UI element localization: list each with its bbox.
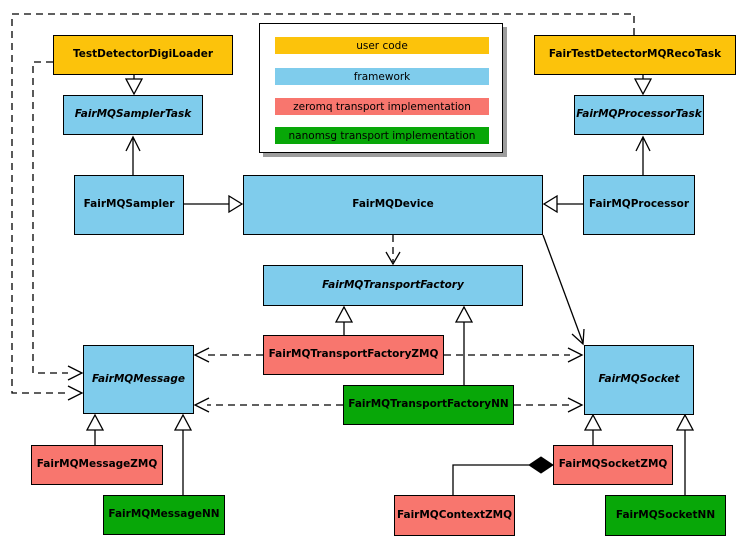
legend-item-zeromq: zeromq transport implementation — [275, 98, 489, 115]
edge-inheritance-processor-device — [542, 194, 583, 214]
edge-dependency-factorynn-message — [193, 397, 343, 413]
edge-inheritance-factoryzmq-factory — [334, 305, 354, 335]
node-fairmq-socket: FairMQSocket — [584, 345, 694, 415]
edge-inheritance-messagezmq-message — [85, 413, 105, 445]
node-fairmq-transport-factory-zmq: FairMQTransportFactoryZMQ — [263, 335, 444, 375]
node-fairmq-sampler-task: FairMQSamplerTask — [63, 95, 203, 135]
edge-inheritance-socketzmq-socket — [583, 413, 603, 445]
node-fairmq-transport-factory-nn: FairMQTransportFactoryNN — [343, 385, 514, 425]
node-fairmq-socket-nn: FairMQSocketNN — [605, 495, 726, 536]
node-fairmq-message-nn: FairMQMessageNN — [103, 495, 225, 535]
node-fairmq-sampler: FairMQSampler — [74, 175, 184, 235]
node-fairmq-transport-factory: FairMQTransportFactory — [263, 265, 523, 306]
edge-dependency-factoryzmq-socket — [444, 347, 584, 363]
edge-inheritance-socketnn-socket — [675, 413, 695, 495]
edge-inheritance-factorynn-factory — [454, 305, 474, 385]
edge-association-device-socket — [542, 234, 585, 346]
edge-dependency-digiloader-message — [32, 61, 84, 381]
legend-item-user-code: user code — [275, 37, 489, 54]
legend-box: user code framework zeromq transport imp… — [259, 23, 503, 153]
node-fair-test-detector-mq-reco-task: FairTestDetectorMQRecoTask — [534, 35, 736, 75]
node-fairmq-message: FairMQMessage — [83, 345, 194, 414]
edge-dependency-recotask-message — [11, 13, 635, 401]
edge-dependency-device-factory — [385, 235, 401, 266]
legend-item-nanomsg: nanomsg transport implementation — [275, 127, 489, 144]
node-fairmq-device: FairMQDevice — [243, 175, 543, 235]
edge-inheritance-digiloader-samplertask — [124, 75, 144, 96]
edge-association-processor-processortask — [635, 135, 651, 175]
node-fairmq-socket-zmq: FairMQSocketZMQ — [553, 445, 673, 485]
edge-association-sampler-samplertask — [125, 135, 141, 175]
legend-item-framework: framework — [275, 68, 489, 85]
edge-inheritance-sampler-device — [184, 194, 244, 214]
edge-dependency-factorynn-socket — [514, 397, 584, 413]
edge-composition-contextzmq-socketzmq — [452, 456, 554, 495]
node-fairmq-processor: FairMQProcessor — [583, 175, 695, 235]
node-fairmq-message-zmq: FairMQMessageZMQ — [31, 445, 163, 485]
edge-dependency-factoryzmq-message — [193, 347, 263, 363]
edge-inheritance-recotask-processortask — [633, 75, 653, 96]
node-test-detector-digi-loader: TestDetectorDigiLoader — [53, 35, 233, 75]
edge-inheritance-messagenn-message — [173, 413, 193, 495]
node-fairmq-processor-task: FairMQProcessorTask — [574, 95, 704, 135]
node-fairmq-context-zmq: FairMQContextZMQ — [394, 495, 515, 536]
